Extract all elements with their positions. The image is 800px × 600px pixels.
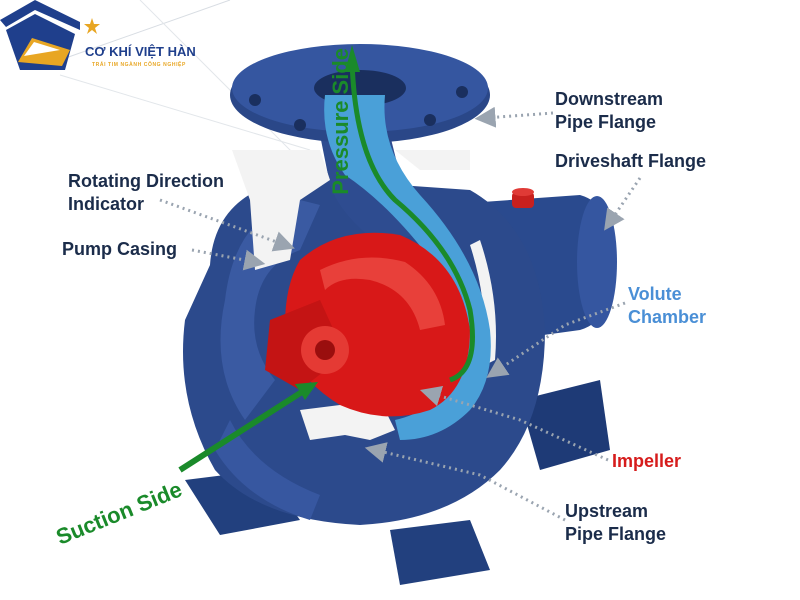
driveshaft-flange-text: Driveshaft Flange bbox=[555, 151, 707, 171]
pump-casing-label: Pump Casing bbox=[62, 238, 177, 261]
flow-arrows bbox=[178, 45, 475, 473]
impeller-body bbox=[265, 232, 470, 417]
rotating-direction-line-2: Indicator bbox=[68, 194, 145, 214]
volute-passage bbox=[324, 95, 491, 440]
background-sheet bbox=[59, 0, 311, 161]
rotating-direction-label: Rotating Direction Indicator bbox=[68, 170, 224, 216]
upstream-flange-label: Upstream Pipe Flange bbox=[565, 500, 666, 546]
pump-casing-text: Pump Casing bbox=[62, 239, 178, 259]
volute-chamber-line-1: Volute bbox=[628, 284, 682, 304]
suction-side-label: Suction Side bbox=[53, 477, 186, 550]
brand-name: CƠ KHÍ VIỆT HÀN bbox=[85, 44, 196, 59]
downstream-flange-label: Downstream Pipe Flange bbox=[555, 88, 663, 134]
driveshaft-flange-label: Driveshaft Flange bbox=[555, 150, 706, 173]
leader-lines bbox=[159, 106, 642, 522]
downstream-flange-line-2: Pipe Flange bbox=[555, 112, 657, 132]
impeller-text: Impeller bbox=[612, 451, 682, 471]
brand-logo[interactable]: CƠ KHÍ VIỆT HÀN TRÁI TIM NGÀNH CÔNG NGHI… bbox=[0, 0, 300, 80]
brand-emblem-icon bbox=[0, 0, 100, 70]
impeller-label: Impeller bbox=[612, 450, 681, 473]
volute-chamber-label: Volute Chamber bbox=[628, 283, 706, 329]
downstream-flange-line-1: Downstream bbox=[555, 89, 664, 109]
brand-tagline: TRÁI TIM NGÀNH CÔNG NGHIỆP bbox=[92, 62, 186, 68]
volute-chamber-line-2: Chamber bbox=[628, 307, 707, 327]
rotating-direction-line-1: Rotating Direction bbox=[68, 171, 224, 191]
pressure-side-label: Pressure Side bbox=[328, 48, 353, 195]
upstream-flange-line-2: Pipe Flange bbox=[565, 524, 667, 544]
upstream-flange-line-1: Upstream bbox=[565, 501, 649, 521]
